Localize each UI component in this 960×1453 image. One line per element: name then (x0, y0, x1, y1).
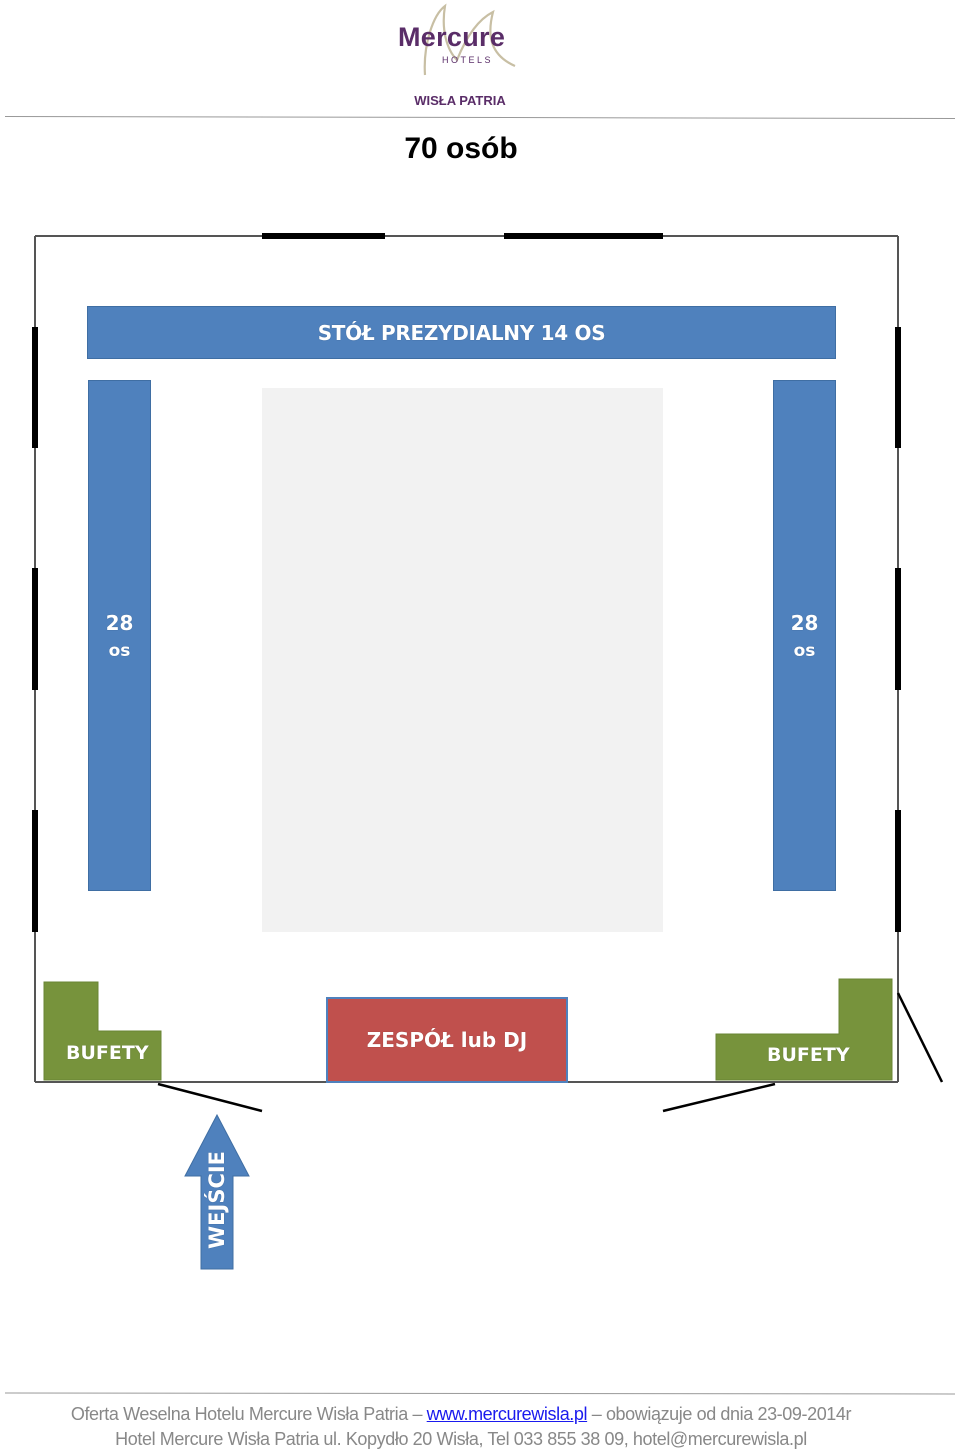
website-link[interactable]: www.mercurewisla.pl (426, 1404, 588, 1424)
right-table-count: 28 (790, 610, 819, 635)
mercure-logo-mark (423, 3, 516, 76)
logo-subtitle: HOTELS (442, 55, 494, 65)
doors (157, 992, 944, 1113)
footer-divider (5, 1392, 955, 1395)
entrance-label: WEJŚCIE (205, 1150, 229, 1249)
footer-address: Hotel Mercure Wisła Patria ul. Kopydło 2… (115, 1429, 807, 1449)
footer-offer-prefix: Oferta Weselna Hotelu Mercure Wisła Patr… (70, 1404, 427, 1424)
dance-floor (262, 388, 663, 932)
buffet-left-label: BUFETY (66, 1042, 149, 1064)
right-guest-table: 28 os (773, 380, 836, 891)
left-table-unit: os (108, 640, 131, 661)
windows (32, 233, 901, 932)
page-title: 70 osób (404, 132, 518, 165)
header-divider (5, 116, 955, 119)
right-table-unit: os (793, 640, 816, 661)
band-label: ZESPÓŁ lub DJ (366, 1028, 528, 1052)
footer-offer-line: Oferta Weselna Hotelu Mercure Wisła Patr… (0, 1404, 922, 1425)
left-table-count: 28 (105, 610, 134, 635)
buffet-right-label: BUFETY (767, 1044, 850, 1066)
head-table: STÓŁ PREZYDIALNY 14 OS (87, 306, 836, 359)
left-guest-table: 28 os (88, 380, 151, 891)
buffet-left-shape (43, 981, 162, 1081)
buffet-right-shape (715, 978, 893, 1081)
hotel-name: WISŁA PATRIA (414, 93, 506, 108)
head-table-label: STÓŁ PREZYDIALNY 14 OS (317, 320, 606, 345)
entrance-arrow (184, 1113, 250, 1270)
footer-offer-suffix: – obowiązuje od dnia 23-09-2014r (587, 1404, 852, 1424)
logo-wordmark: Mercure (398, 22, 506, 52)
band-area: ZESPÓŁ lub DJ (326, 997, 568, 1083)
